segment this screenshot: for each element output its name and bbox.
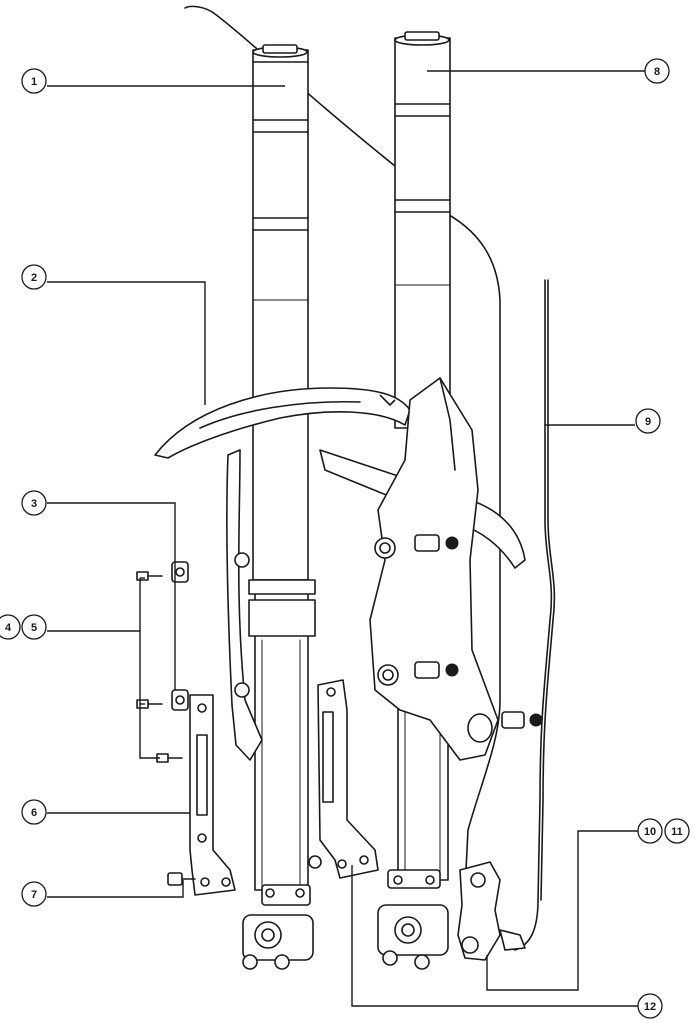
svg-text:12: 12 [644,1001,656,1013]
left-fork-tube [252,44,309,581]
left-fork-lower-leg [248,579,316,891]
svg-text:7: 7 [31,889,37,901]
callout-7: 7 [21,881,47,907]
mudguard-nuts [171,561,189,711]
brake-line [184,5,401,171]
mudguard-bracket-left [189,694,236,896]
right-fork-tube [394,31,451,429]
svg-text:11: 11 [671,826,683,838]
callout-1: 1 [21,68,47,94]
svg-text:3: 3 [31,498,37,510]
fender-brace-bolt [167,872,196,886]
speedometer-cable [514,279,553,951]
svg-text:10: 10 [644,826,656,838]
brake-caliper [457,861,526,961]
right-axle-clamp [377,904,449,970]
callout-2: 2 [21,264,47,290]
fork-guard [369,377,499,761]
leader-lines [47,70,645,1007]
callout-4: 4 [0,614,21,640]
svg-text:9: 9 [645,416,651,428]
callout-5: 5 [21,614,47,640]
svg-text:8: 8 [654,66,660,78]
svg-text:4: 4 [5,622,12,634]
svg-text:6: 6 [31,807,37,819]
svg-text:1: 1 [31,76,37,88]
callout-9: 9 [635,408,661,434]
callout-8: 8 [644,58,670,84]
brake-line-lower [439,209,501,871]
guard-bolts [414,534,543,729]
svg-text:2: 2 [31,272,37,284]
callout-10: 10 [637,818,663,844]
mudguard-bracket-right [317,679,379,879]
callout-3: 3 [21,490,47,516]
callout-12: 12 [637,993,663,1019]
small-nut [308,855,322,869]
left-axle-clamp [242,884,314,970]
callout-6: 6 [21,799,47,825]
svg-text:5: 5 [31,622,37,634]
callout-11: 11 [664,818,690,844]
